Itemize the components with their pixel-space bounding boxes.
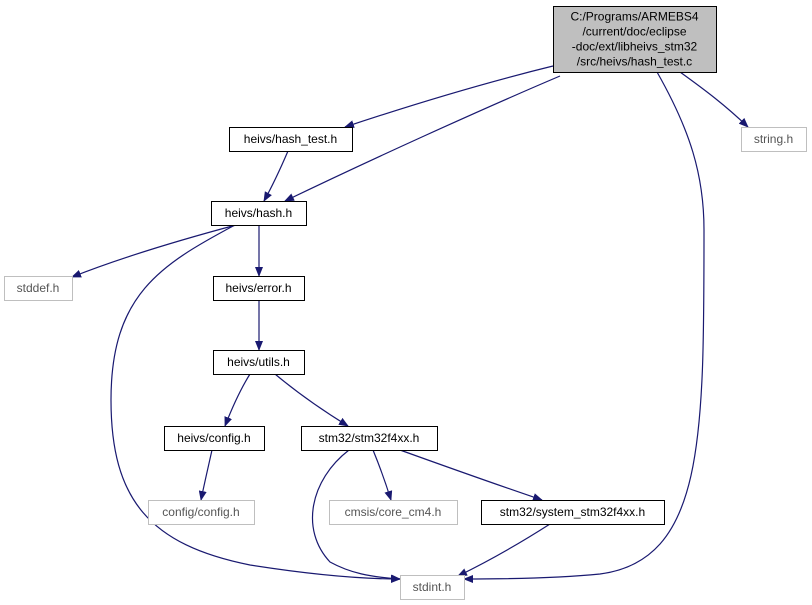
edge-root-to-stdint-h: [463, 71, 705, 583]
node-box: [741, 127, 807, 152]
node-label: /src/heivs/hash_test.c: [577, 55, 692, 69]
edge-config-h-to-config-config-h: [198, 449, 213, 501]
node-label: /current/doc/eclipse: [582, 25, 686, 39]
node-stddef-h: stddef.h: [4, 276, 73, 301]
edge-utils-h-to-config-h: [224, 373, 251, 427]
node-box: [329, 500, 458, 525]
edge-hash-h-to-stddef-h: [71, 224, 237, 278]
node-box: [229, 127, 353, 152]
node-label: heivs/config.h: [177, 431, 250, 445]
node-label: string.h: [754, 132, 793, 146]
node-stdint-h: stdint.h: [400, 575, 465, 600]
node-hash-test-h[interactable]: heivs/hash_test.h: [229, 127, 353, 152]
node-error-h[interactable]: heivs/error.h: [213, 276, 305, 301]
edge-system-stm32f4xx-h-to-stdint-h: [457, 523, 551, 577]
edge-root-to-string-h: [679, 71, 749, 128]
node-box: [301, 426, 438, 451]
node-box: [211, 201, 307, 226]
node-box: [213, 276, 305, 301]
node-stm32f4xx-h[interactable]: stm32/stm32f4xx.h: [301, 426, 438, 451]
node-system-stm32f4xx-h[interactable]: stm32/system_stm32f4xx.h: [481, 500, 665, 525]
node-hash-h[interactable]: heivs/hash.h: [211, 201, 307, 226]
edge-hash-test-h-to-hash-h: [263, 150, 289, 202]
node-utils-h[interactable]: heivs/utils.h: [213, 350, 305, 375]
node-label: C:/Programs/ARMEBS4: [570, 10, 698, 24]
node-core-cm4-h: cmsis/core_cm4.h: [329, 500, 458, 525]
node-label: heivs/utils.h: [227, 355, 290, 369]
node-label: cmsis/core_cm4.h: [345, 505, 442, 519]
node-box: [400, 575, 465, 600]
node-label: heivs/hash.h: [225, 206, 292, 220]
node-label: heivs/error.h: [225, 281, 291, 295]
node-label: stm32/stm32f4xx.h: [319, 431, 420, 445]
node-config-h[interactable]: heivs/config.h: [164, 426, 265, 451]
edge-stm32f4xx-h-to-stdint-h: [311, 449, 401, 583]
node-box: [553, 6, 717, 73]
node-box: [148, 500, 255, 525]
node-label: stdint.h: [413, 580, 452, 594]
node-box: [213, 350, 305, 375]
edge-root-to-hash-h: [284, 75, 561, 202]
node-label: config/config.h: [162, 505, 239, 519]
node-box: [4, 276, 73, 301]
node-label: heivs/hash_test.h: [244, 132, 337, 146]
node-string-h: string.h: [741, 127, 807, 152]
edge-stm32f4xx-h-to-system-stm32f4xx-h: [399, 449, 543, 501]
node-box: [481, 500, 665, 525]
edge-utils-h-to-stm32f4xx-h: [274, 373, 349, 427]
node-label: stddef.h: [17, 281, 60, 295]
node-label: stm32/system_stm32f4xx.h: [500, 505, 645, 519]
edge-root-to-hash-test-h: [344, 65, 554, 128]
node-root[interactable]: C:/Programs/ARMEBS4/current/doc/eclipse-…: [553, 6, 717, 73]
node-box: [164, 426, 265, 451]
edge-hash-h-to-stdint-h: [110, 224, 401, 583]
edge-stm32f4xx-h-to-core-cm4-h: [372, 449, 393, 501]
node-config-config-h: config/config.h: [148, 500, 255, 525]
node-label: -doc/ext/libheivs_stm32: [572, 40, 698, 54]
